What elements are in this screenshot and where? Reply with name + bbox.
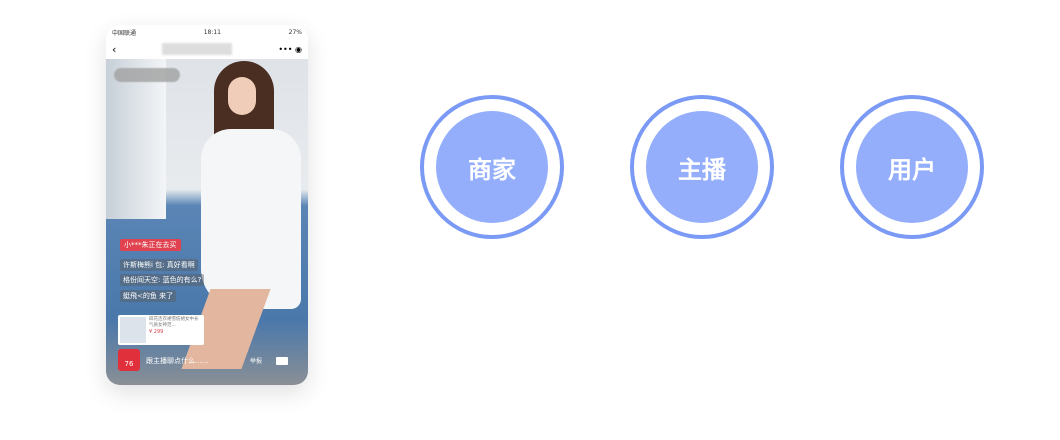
role-anchor: 主播 bbox=[630, 95, 774, 239]
comment: 蜓飛≺的鱼 来了 bbox=[120, 290, 177, 302]
buy-notice: 小***朱正在去买 bbox=[120, 239, 181, 251]
role-merchant: 商家 bbox=[420, 95, 564, 239]
cart-count: 76 bbox=[124, 360, 134, 368]
phone-mockup: 中国联通 18:11 27% ‹ ••• ◉ 小***朱正在去买 许斯梅熊i 包… bbox=[106, 25, 308, 385]
comment: 格份阎天空: 蓝色的有么? bbox=[120, 274, 205, 286]
carrier: 中国联通 bbox=[112, 29, 137, 37]
product-thumbnail bbox=[120, 317, 146, 343]
product-card[interactable]: 碎花连衣裙雪纺裙女中长气质女神范... ¥ 299 bbox=[118, 315, 204, 345]
role-user: 用户 bbox=[840, 95, 984, 239]
nav-bar: ‹ ••• ◉ bbox=[106, 39, 308, 59]
product-price: ¥ 299 bbox=[149, 329, 164, 335]
back-icon[interactable]: ‹ bbox=[112, 42, 117, 56]
product-title: 碎花连衣裙雪纺裙女中长气质女神范... bbox=[149, 317, 199, 328]
shopping-bag-button[interactable]: 76 bbox=[118, 349, 140, 371]
role-label: 商家 bbox=[436, 111, 548, 223]
status-bar: 中国联通 18:11 27% bbox=[106, 25, 308, 39]
battery: 27% bbox=[288, 28, 302, 36]
share-icon[interactable] bbox=[276, 357, 288, 365]
model-face bbox=[228, 77, 256, 115]
comment: 许斯梅熊i 包: 真好看啊 bbox=[120, 259, 198, 271]
model-dress bbox=[201, 129, 301, 309]
time: 18:11 bbox=[203, 28, 221, 36]
anchor-name-blurred bbox=[114, 68, 180, 82]
wall bbox=[106, 59, 166, 219]
blurred-title bbox=[162, 43, 233, 55]
role-label: 主播 bbox=[646, 111, 758, 223]
role-label: 用户 bbox=[856, 111, 968, 223]
report-button[interactable]: 举报 bbox=[250, 358, 263, 365]
more-icon[interactable]: ••• ◉ bbox=[278, 44, 302, 54]
live-video: 小***朱正在去买 许斯梅熊i 包: 真好看啊 格份阎天空: 蓝色的有么? 蜓飛… bbox=[106, 59, 308, 385]
comment-input[interactable]: 跟主播聊点什么...... bbox=[146, 357, 209, 365]
